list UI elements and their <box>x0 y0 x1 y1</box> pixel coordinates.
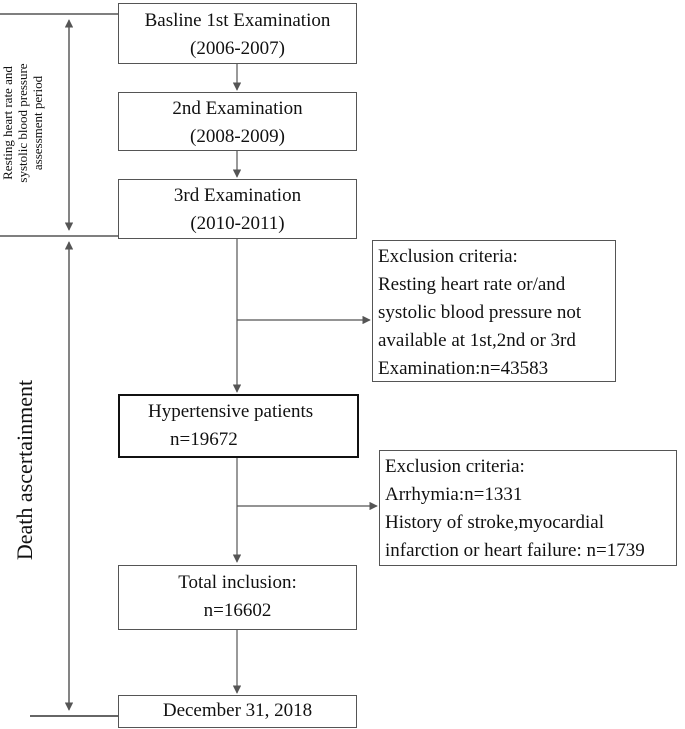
exam3-box: 3rd Examination (2010-2011) <box>118 179 357 239</box>
exclusion2-box: Exclusion criteria: Arrhymia:n=1331 Hist… <box>379 450 677 566</box>
exclusion2-line-2: History of stroke,myocardial <box>385 512 604 533</box>
exclusion1-line-2: systolic blood pressure not <box>378 302 582 323</box>
end-date-box: December 31, 2018 <box>118 695 357 728</box>
assessment-period-line-1: Resting heart rate and <box>0 66 15 180</box>
exclusion1-box: Exclusion criteria: Resting heart rate o… <box>372 240 616 382</box>
total-inclusion-count: n=16602 <box>203 600 272 621</box>
death-ascertainment-label: Death ascertainment <box>12 379 37 561</box>
assessment-period-label: Resting heart rate and systolic blood pr… <box>0 58 46 188</box>
assessment-period-line-2: systolic blood pressure <box>15 63 30 183</box>
total-inclusion-box: Total inclusion: n=16602 <box>118 565 357 630</box>
assessment-period-line-3: assessment period <box>30 75 45 171</box>
hypertensive-count: n=19672 <box>170 429 238 450</box>
exclusion1-line-3: available at 1st,2nd or 3rd <box>378 330 576 351</box>
exam2-title: 2nd Examination <box>172 98 303 119</box>
exclusion2-line-3: infarction or heart failure: n=1739 <box>385 540 645 561</box>
exam1-box: Basline 1st Examination (2006-2007) <box>118 3 357 64</box>
exam1-title: Basline 1st Examination <box>144 10 331 31</box>
exam2-years: (2008-2009) <box>190 126 285 147</box>
exclusion1-line-4: Examination:n=43583 <box>378 358 549 379</box>
exam3-title: 3rd Examination <box>173 185 302 206</box>
exclusion1-heading: Exclusion criteria: <box>378 246 518 267</box>
total-inclusion-title: Total inclusion: <box>178 572 297 593</box>
hypertensive-box: Hypertensive patients n=19672 <box>118 394 359 458</box>
exclusion2-line-1: Arrhymia:n=1331 <box>385 484 523 505</box>
exam1-years: (2006-2007) <box>190 38 285 59</box>
exam2-box: 2nd Examination (2008-2009) <box>118 92 357 151</box>
exclusion2-heading: Exclusion criteria: <box>385 456 525 477</box>
exam3-years: (2010-2011) <box>190 213 285 234</box>
hypertensive-title: Hypertensive patients <box>148 401 314 422</box>
end-date: December 31, 2018 <box>162 700 313 721</box>
exclusion1-line-1: Resting heart rate or/and <box>378 274 566 295</box>
